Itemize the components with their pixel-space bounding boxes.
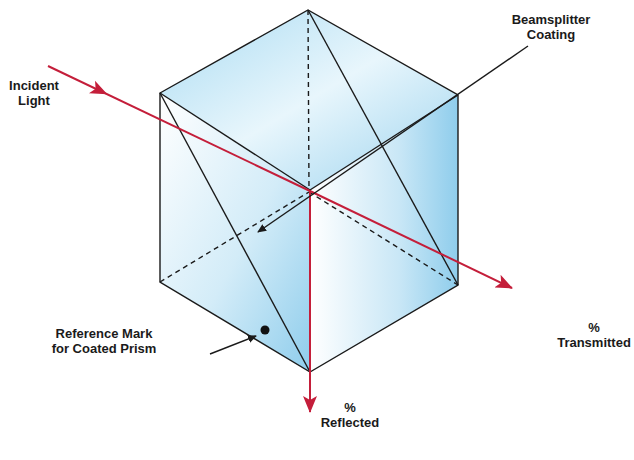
leader-lines: [210, 46, 528, 354]
callout-label: Beamsplitter Coating: [512, 12, 591, 42]
coating-diagonal: [308, 10, 458, 285]
ray-arrowhead: [89, 81, 110, 101]
light-rays: [48, 66, 512, 412]
reference-dot: [261, 326, 270, 335]
callout-label: % Transmitted: [557, 320, 631, 350]
coating-diagonal: [160, 93, 310, 372]
callout-label: Reference Mark for Coated Prism: [50, 326, 158, 356]
callout-label: Incident Light: [9, 78, 59, 108]
callout-label: % Reflected: [321, 400, 380, 430]
